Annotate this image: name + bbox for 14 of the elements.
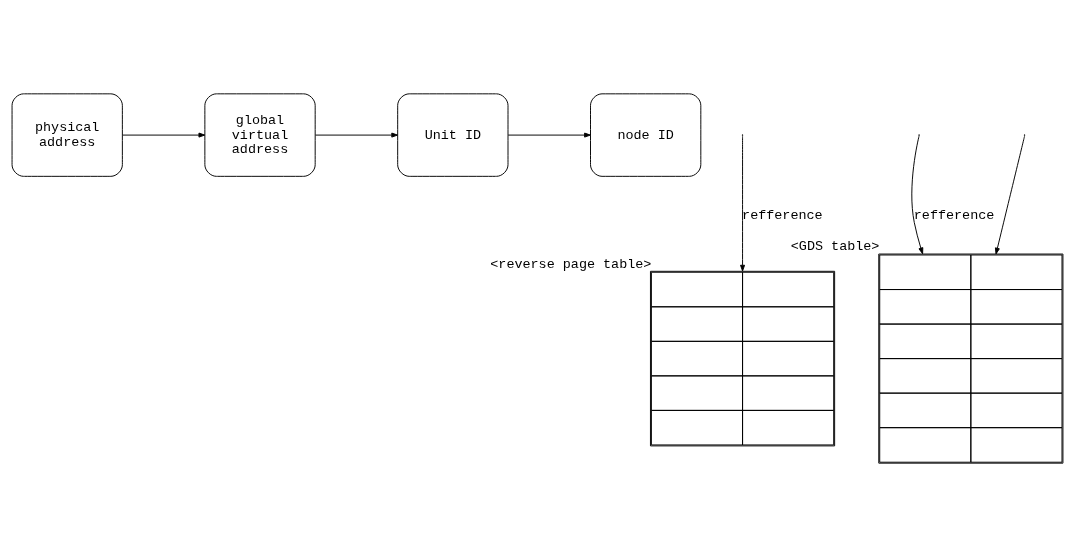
node-box: Unit ID: [397, 92, 509, 177]
arrow: [740, 135, 746, 271]
edge-label: refference: [913, 207, 995, 223]
node-box: node ID: [590, 92, 702, 177]
edge-label: refference: [742, 207, 823, 223]
node-label: <GDS table>: [790, 238, 880, 254]
arrow: [122, 132, 206, 138]
arrow: [507, 132, 591, 138]
arrow: [314, 132, 399, 138]
arrow: [911, 135, 924, 254]
arrow: [994, 135, 1025, 254]
node-box: physical address: [11, 92, 123, 177]
node-box: global virtual address: [204, 92, 316, 177]
node-label: <reverse page table>: [490, 256, 652, 272]
